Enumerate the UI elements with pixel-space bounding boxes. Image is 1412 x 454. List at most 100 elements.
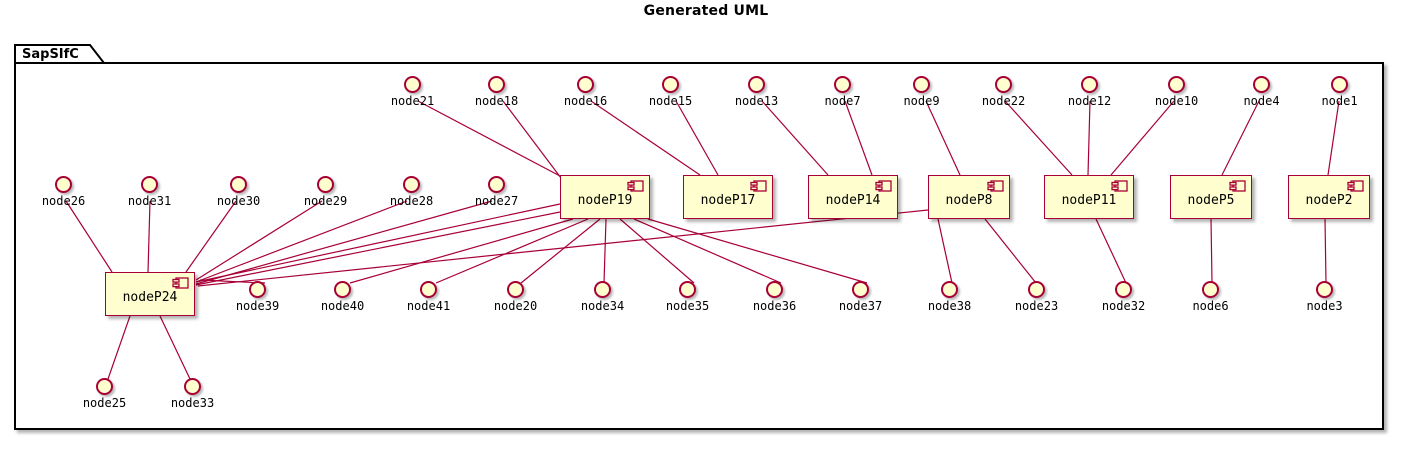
- interface-circle-icon: [766, 281, 783, 298]
- interface-circle-icon: [488, 176, 505, 193]
- interface-node25[interactable]: node25: [83, 378, 126, 410]
- component-icon: [627, 180, 644, 192]
- interface-circle-icon: [1028, 281, 1045, 298]
- interface-node29[interactable]: node29: [304, 176, 347, 208]
- component-icon: [987, 180, 1004, 192]
- interface-circle-icon: [748, 76, 765, 93]
- interface-label: node33: [170, 396, 215, 410]
- interface-label: node38: [927, 299, 972, 313]
- interface-label: node7: [824, 94, 861, 108]
- interface-node10[interactable]: node10: [1155, 76, 1198, 108]
- component-icon: [875, 180, 892, 192]
- interface-circle-icon: [1253, 76, 1270, 93]
- component-label: nodeP8: [945, 192, 993, 208]
- interface-node38[interactable]: node38: [928, 281, 971, 313]
- interface-node4[interactable]: node4: [1243, 76, 1280, 108]
- component-icon: [1111, 180, 1128, 192]
- component-nodeP2[interactable]: nodeP2: [1288, 175, 1370, 219]
- component-icon: [750, 180, 767, 192]
- interface-circle-icon: [594, 281, 611, 298]
- component-nodeP19[interactable]: nodeP19: [560, 175, 650, 219]
- component-nodeP5[interactable]: nodeP5: [1170, 175, 1252, 219]
- interface-node35[interactable]: node35: [666, 281, 709, 313]
- interface-label: node28: [389, 194, 434, 208]
- interface-circle-icon: [334, 281, 351, 298]
- component-nodeP24[interactable]: nodeP24: [105, 272, 195, 316]
- interface-circle-icon: [834, 76, 851, 93]
- interface-node13[interactable]: node13: [735, 76, 778, 108]
- interface-node37[interactable]: node37: [839, 281, 882, 313]
- interface-circle-icon: [679, 281, 696, 298]
- interface-node6[interactable]: node6: [1192, 281, 1229, 313]
- interface-circle-icon: [1202, 281, 1219, 298]
- interface-circle-icon: [230, 176, 247, 193]
- interface-node40[interactable]: node40: [321, 281, 364, 313]
- interface-label: node18: [474, 94, 519, 108]
- interface-node39[interactable]: node39: [236, 281, 279, 313]
- interface-circle-icon: [507, 281, 524, 298]
- interface-label: node13: [734, 94, 779, 108]
- interface-label: node20: [493, 299, 538, 313]
- interface-node12[interactable]: node12: [1068, 76, 1111, 108]
- interface-label: node4: [1243, 94, 1280, 108]
- interface-node22[interactable]: node22: [982, 76, 1025, 108]
- interface-label: node32: [1101, 299, 1146, 313]
- interface-circle-icon: [420, 281, 437, 298]
- interface-label: node3: [1306, 299, 1343, 313]
- interface-circle-icon: [404, 76, 421, 93]
- component-icon: [1347, 180, 1364, 192]
- interface-node15[interactable]: node15: [649, 76, 692, 108]
- interface-node23[interactable]: node23: [1015, 281, 1058, 313]
- interface-node30[interactable]: node30: [217, 176, 260, 208]
- interface-circle-icon: [403, 176, 420, 193]
- interface-node34[interactable]: node34: [581, 281, 624, 313]
- interface-label: node29: [303, 194, 348, 208]
- interface-node18[interactable]: node18: [475, 76, 518, 108]
- component-nodeP17[interactable]: nodeP17: [683, 175, 773, 219]
- component-label: nodeP2: [1305, 192, 1353, 208]
- interface-node31[interactable]: node31: [128, 176, 171, 208]
- interface-node1[interactable]: node1: [1321, 76, 1358, 108]
- interface-label: node30: [216, 194, 261, 208]
- package-body: [14, 62, 1384, 430]
- interface-label: node10: [1154, 94, 1199, 108]
- component-icon: [172, 277, 189, 289]
- interface-node28[interactable]: node28: [390, 176, 433, 208]
- component-label: nodeP5: [1187, 192, 1235, 208]
- component-nodeP8[interactable]: nodeP8: [928, 175, 1010, 219]
- interface-circle-icon: [913, 76, 930, 93]
- interface-node20[interactable]: node20: [494, 281, 537, 313]
- interface-node32[interactable]: node32: [1102, 281, 1145, 313]
- interface-circle-icon: [55, 176, 72, 193]
- interface-label: node9: [903, 94, 940, 108]
- interface-label: node41: [406, 299, 451, 313]
- component-nodeP14[interactable]: nodeP14: [808, 175, 898, 219]
- interface-circle-icon: [96, 378, 113, 395]
- interface-circle-icon: [1115, 281, 1132, 298]
- interface-circle-icon: [1081, 76, 1098, 93]
- interface-node36[interactable]: node36: [753, 281, 796, 313]
- interface-node7[interactable]: node7: [824, 76, 861, 108]
- interface-node16[interactable]: node16: [564, 76, 607, 108]
- interface-circle-icon: [941, 281, 958, 298]
- interface-circle-icon: [662, 76, 679, 93]
- interface-label: node35: [665, 299, 710, 313]
- interface-circle-icon: [1331, 76, 1348, 93]
- interface-node26[interactable]: node26: [42, 176, 85, 208]
- interface-node9[interactable]: node9: [903, 76, 940, 108]
- interface-node41[interactable]: node41: [407, 281, 450, 313]
- interface-node21[interactable]: node21: [391, 76, 434, 108]
- component-nodeP11[interactable]: nodeP11: [1044, 175, 1134, 219]
- interface-node33[interactable]: node33: [171, 378, 214, 410]
- interface-node3[interactable]: node3: [1306, 281, 1343, 313]
- interface-node27[interactable]: node27: [475, 176, 518, 208]
- interface-label: node27: [474, 194, 519, 208]
- interface-label: node31: [127, 194, 172, 208]
- interface-circle-icon: [995, 76, 1012, 93]
- interface-label: node16: [563, 94, 608, 108]
- interface-label: node37: [838, 299, 883, 313]
- interface-circle-icon: [249, 281, 266, 298]
- interface-circle-icon: [184, 378, 201, 395]
- interface-circle-icon: [488, 76, 505, 93]
